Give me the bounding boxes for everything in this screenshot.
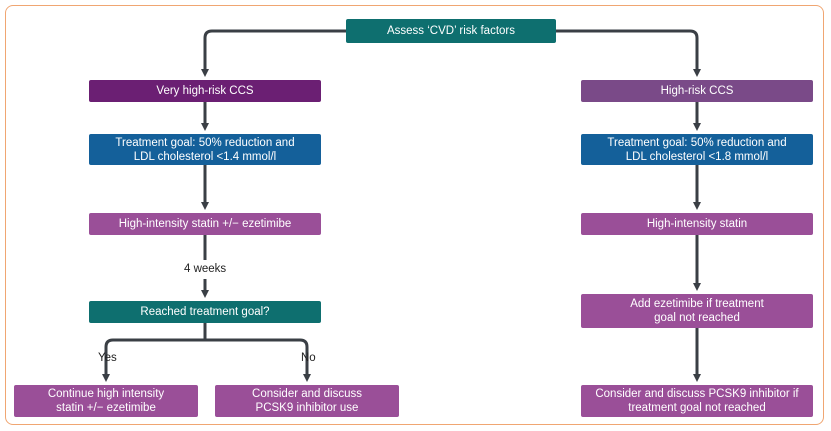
add-ezetimibe-box: Add ezetimibe if treatment goal not reac… — [581, 294, 813, 328]
continue-statin-box: Continue high intensity statin +/− ezeti… — [14, 385, 198, 417]
left-treatment-goal-box: Treatment goal: 50% reduction and LDL ch… — [89, 134, 321, 165]
diagram-frame — [5, 5, 824, 425]
right-consider-pcsk9-box: Consider and discuss PCSK9 inhibitor if … — [581, 385, 813, 417]
branch-no — [205, 338, 311, 382]
high-risk-header: High-risk CCS — [581, 80, 813, 102]
yes-label: Yes — [98, 352, 117, 364]
right-treatment-goal-box: Treatment goal: 50% reduction and LDL ch… — [581, 134, 813, 165]
no-label: No — [301, 352, 316, 364]
reached-goal-question-box: Reached treatment goal? — [89, 301, 321, 323]
very-high-risk-header: Very high-risk CCS — [89, 80, 321, 102]
assess-risk-factors-box: Assess ‘CVD’ risk factors — [346, 19, 556, 43]
branch-yes — [102, 338, 205, 382]
consider-pcsk9-box: Consider and discuss PCSK9 inhibitor use — [215, 385, 399, 417]
arrow-to-very-high-risk — [201, 29, 346, 77]
left-therapy-box: High-intensity statin +/− ezetimibe — [89, 213, 321, 235]
arrow-to-high-risk — [556, 29, 701, 77]
right-therapy-box: High-intensity statin — [581, 213, 813, 235]
interval-label: 4 weeks — [184, 263, 227, 275]
